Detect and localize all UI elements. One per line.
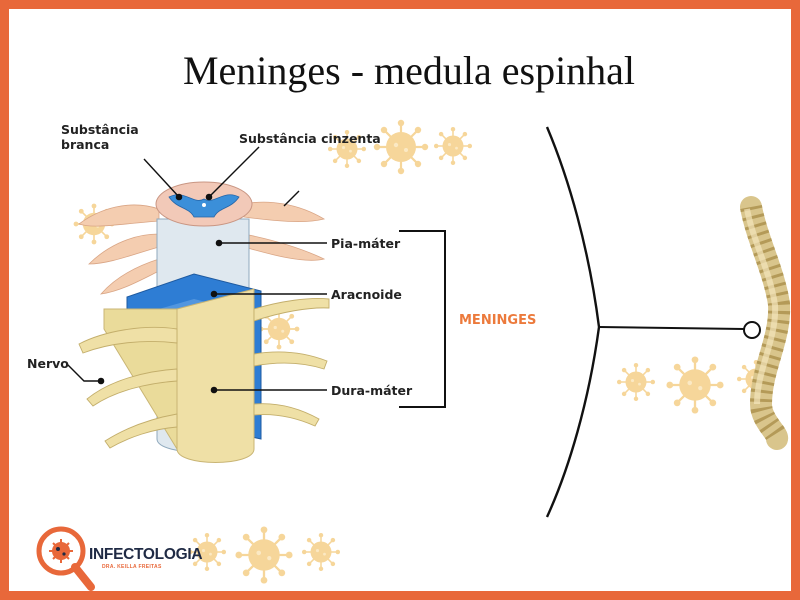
spinal-nerves [78,298,330,449]
leader-dot [97,377,105,385]
label-arachnoid: Aracnoide [331,287,402,302]
leader-dot [210,386,218,394]
logo-graphic [36,526,95,591]
leader-dot [205,193,213,201]
label-nerve: Nervo [27,356,69,371]
leader-dot [175,193,183,201]
logo-name: INFECTOLOGIA [89,546,203,563]
label-gray-matter: Substância cinzenta [239,131,381,146]
label-pia-mater: Pia-máter [331,236,401,251]
dura-mater-layer [176,288,255,463]
leader-white-matter [143,158,180,198]
label-white-matter: Substância branca [61,122,139,152]
label-dura-mater: Dura-máter [331,383,413,398]
dorsal-roots [78,201,326,295]
central-canal [202,203,206,207]
leader-gray-matter [208,146,260,198]
label-meninges: MENINGES [459,313,537,328]
spinal-cord-illustration [78,181,330,463]
spine-highlight-circle [743,321,761,339]
zoom-pointer-line [598,326,745,330]
leader-dot [215,239,223,247]
bracket-and-spine [66,126,791,518]
leader-dot [210,290,218,298]
magnifier-virus-logo-icon [36,526,95,591]
logo-subtitle: DRA. KEILLA FREITAS [102,564,162,570]
page-title: Meninges - medula espinhal [182,48,636,93]
leader-root [283,190,300,207]
meninges-bracket [399,230,446,408]
spine-icon [740,196,791,450]
leader-nerve [66,363,101,382]
